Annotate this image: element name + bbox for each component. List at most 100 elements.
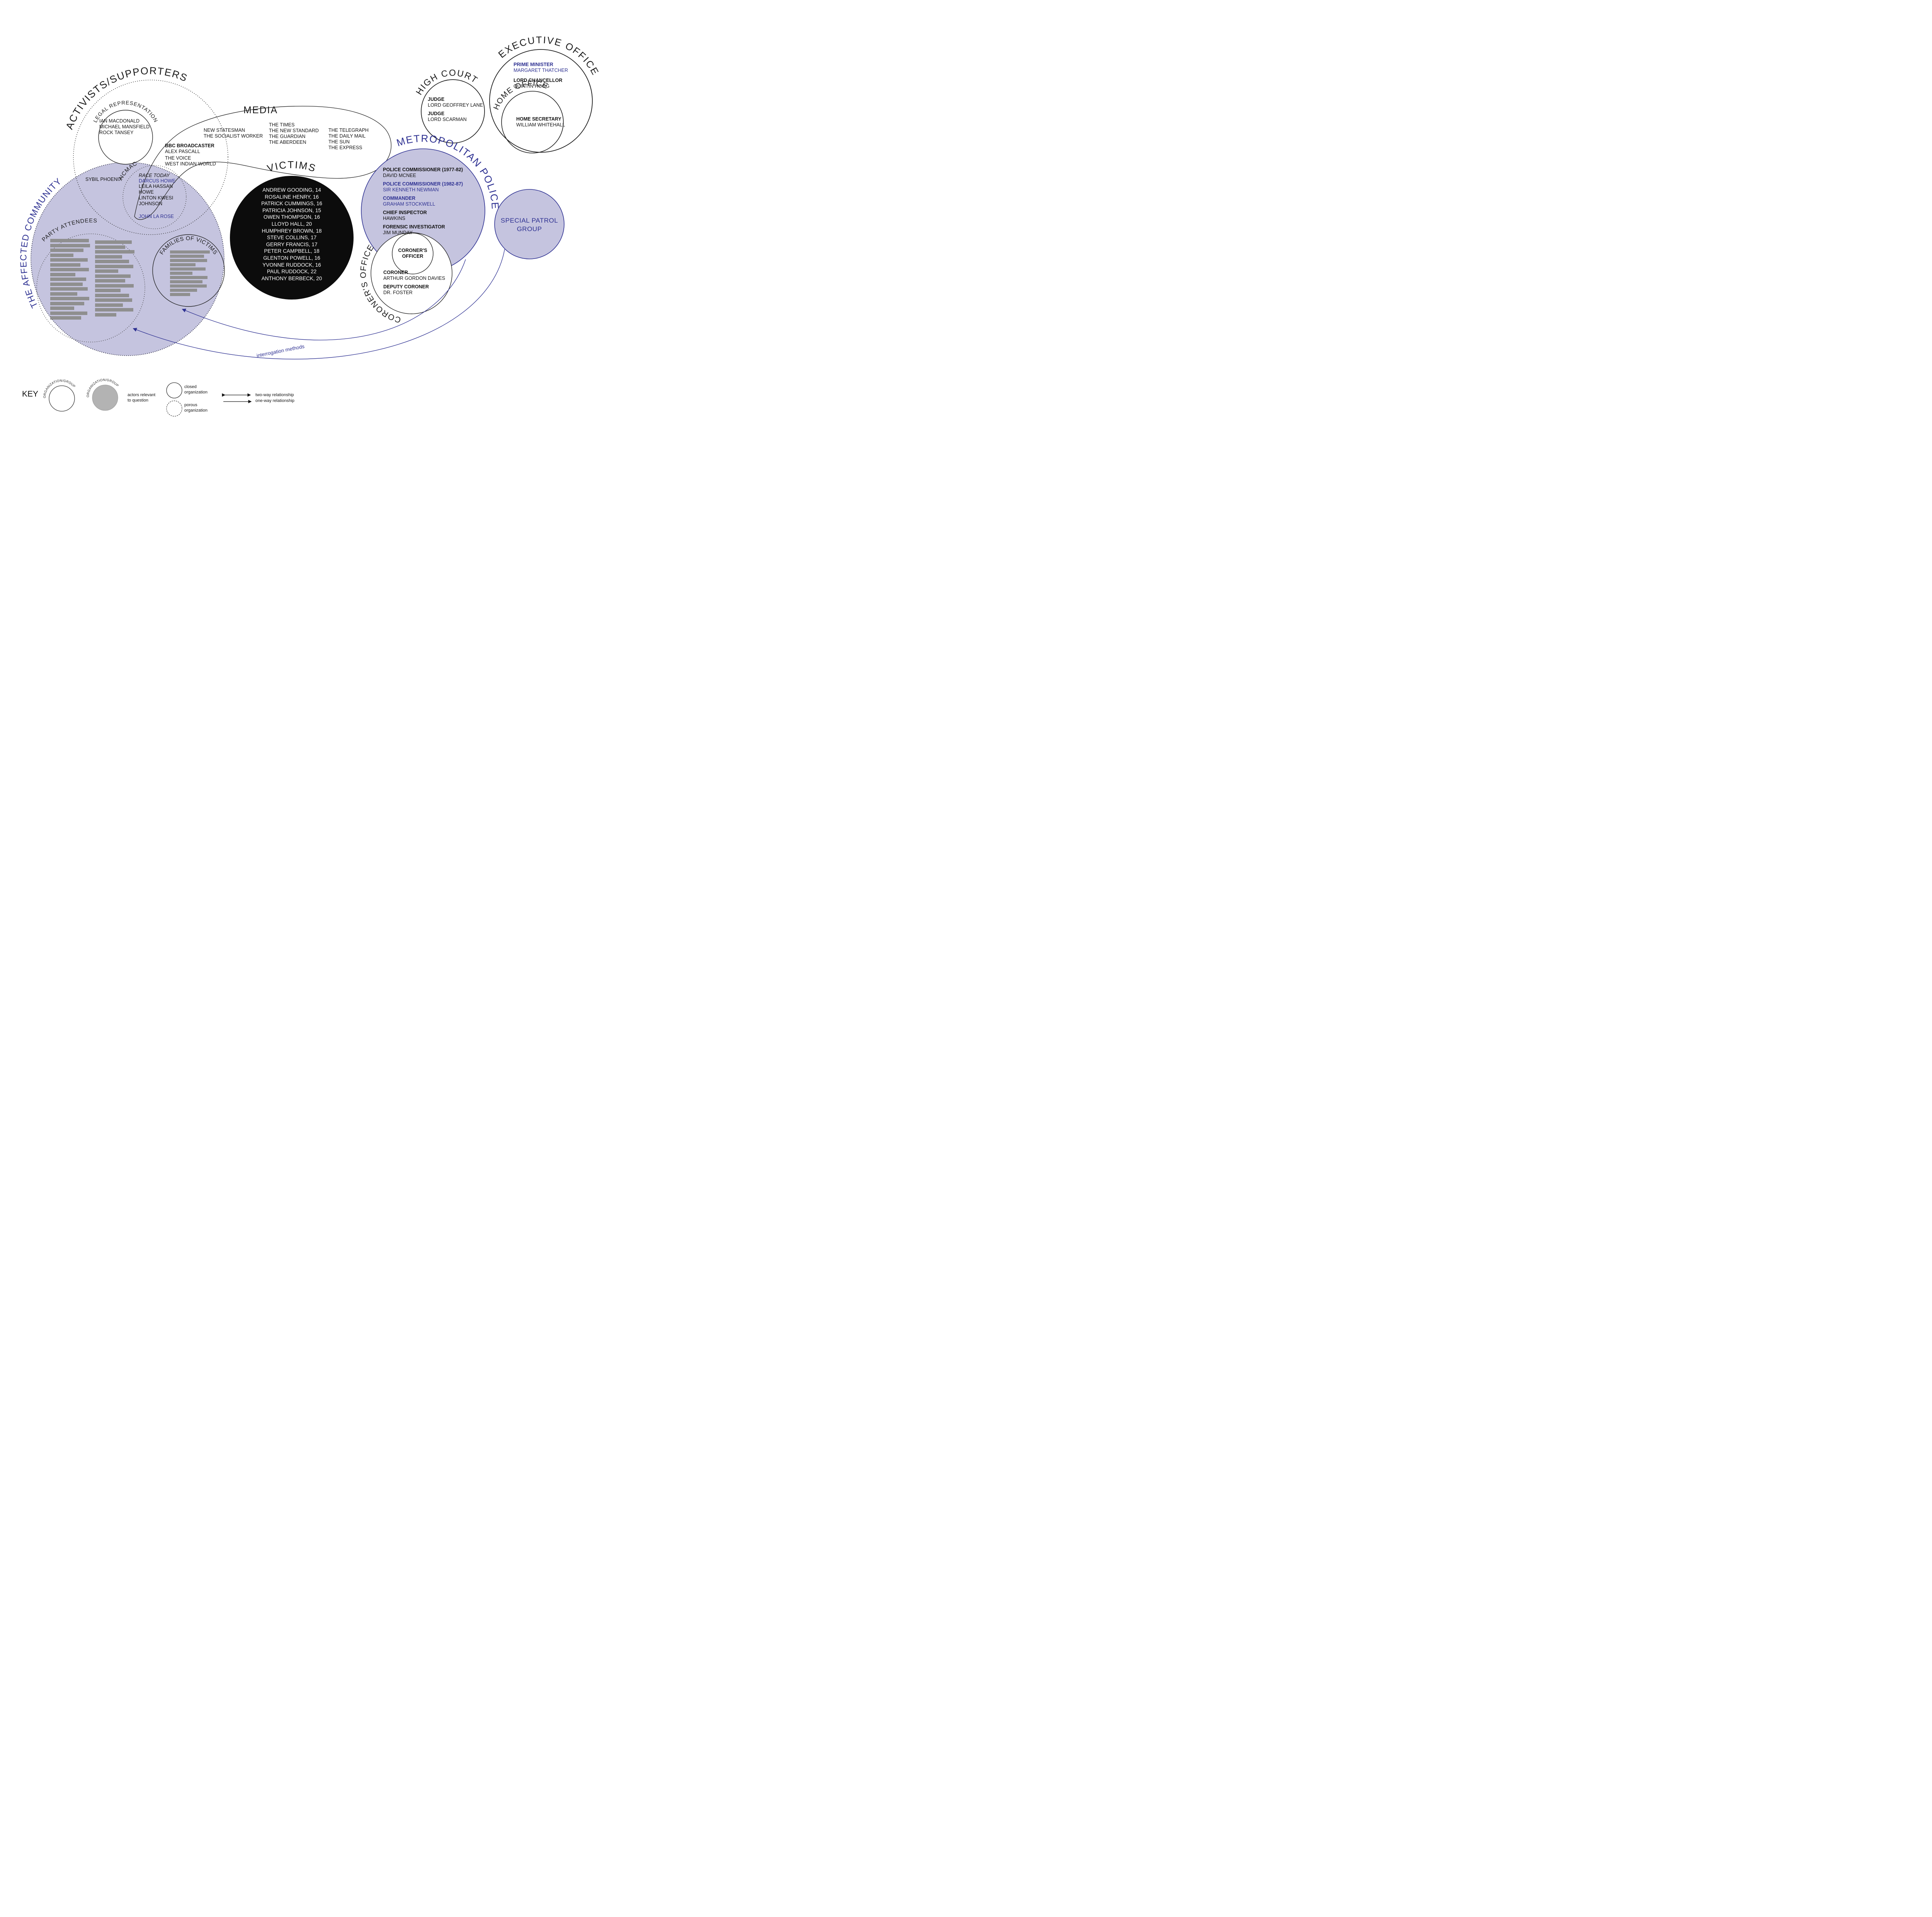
key-porous-organization-circle (166, 400, 182, 417)
redacted-name-bar (95, 313, 116, 317)
role-title: LORD CHANCELLOR (514, 78, 563, 83)
role-name: WILLIAM WHITEHALL (516, 122, 565, 128)
role-name: JIM MUNDAY (383, 230, 413, 235)
redacted-name-bar (95, 240, 132, 244)
role-name: GRAHAM STOCKWELL (383, 201, 435, 207)
ncmac-circle (122, 165, 187, 229)
special-patrol-group-circle (494, 189, 565, 259)
race-today-label: RACE TODAY (139, 173, 170, 178)
party-attendees-circle (36, 233, 145, 342)
redacted-name-bar (50, 287, 88, 291)
redacted-name-bar (50, 243, 90, 247)
role-title: CORONER (383, 270, 408, 275)
role-name: QUINTIN HOGG (514, 83, 550, 89)
media-column-middle: THE TIMES THE NEW STANDARD THE GUARDIAN … (269, 122, 319, 145)
role-name: LORD SCARMAN (428, 117, 467, 122)
role-title: FORENSIC INVESTIGATOR (383, 224, 445, 230)
redacted-name-bar (95, 245, 125, 249)
role-title: JUDGE (428, 111, 445, 116)
role-name: SIR KENNETH NEWMAN (383, 187, 439, 192)
redacted-name-bar (95, 303, 123, 307)
met-police-roster: POLICE COMMISSIONER (1977-82) DAVID MCNE… (383, 167, 476, 236)
diagram-canvas: ACTIVISTS/SUPPORTERS LEGAL REPRESENTATIO… (0, 0, 599, 424)
home-office-circle (501, 91, 564, 153)
coroners-officer-label: CORONER'S OFFICER (398, 248, 427, 259)
redacted-name-bar (95, 308, 133, 312)
special-patrol-group-label: SPECIAL PATROL GROUP (500, 217, 558, 233)
legal-representation-members: IAN MACDONALD MICHAEL MANSFIELD ROCK TAN… (99, 118, 150, 135)
media-title: MEDIA (243, 105, 278, 116)
redacted-name-bar (95, 284, 134, 288)
key-two-way-label: two-way relationship (255, 393, 294, 397)
redacted-name-bar (50, 253, 73, 257)
redacted-name-bar (50, 297, 89, 300)
john-la-rose-label: JOHN LA ROSE (139, 214, 174, 219)
bbc-broadcaster-block: BBC BROADCASTER ALEX PASCALL (165, 143, 227, 155)
key-open-organization-circle (49, 385, 75, 412)
role-title: POLICE COMMISSIONER (1977-82) (383, 167, 463, 172)
party-attendees-redacted-column-1 (50, 239, 90, 321)
redacted-name-bar (50, 258, 88, 262)
redacted-name-bar (50, 292, 77, 296)
role-name: MARGARET THATCHER (514, 68, 568, 73)
media-column-left: NEW STATESMAN THE SOCIALIST WORKER (204, 128, 263, 139)
redacted-name-bar (170, 284, 207, 288)
role-name: DR. FOSTER (383, 290, 413, 295)
party-attendees-redacted-column-2 (95, 240, 134, 318)
victims-circle (230, 176, 354, 300)
key-closed-organization-circle (166, 382, 182, 398)
redacted-name-bar (95, 264, 133, 268)
key-filled-organization-circle (92, 385, 118, 411)
redacted-name-bar (50, 316, 81, 320)
redacted-name-bar (95, 279, 125, 283)
redacted-name-bar (170, 263, 196, 266)
role-name: LORD GEOFFREY LANE (428, 102, 483, 108)
legal-representation-circle (98, 110, 153, 165)
redacted-name-bar (50, 311, 87, 315)
affected-community-circle (31, 162, 224, 356)
key-one-way-label: one-way relationship (255, 398, 294, 403)
redacted-name-bar (95, 269, 118, 273)
redacted-name-bar (50, 239, 89, 242)
families-redacted-column (170, 250, 210, 297)
role-title: COMMANDER (383, 196, 416, 201)
redacted-name-bar (170, 276, 207, 279)
executive-office-roster: PRIME MINISTER MARGARET THATCHER LORD CH… (514, 62, 571, 89)
role-title: POLICE COMMISSIONER (1982-87) (383, 181, 463, 187)
redacted-name-bar (170, 272, 192, 275)
home-office-roster: HOME SECRETARY WILLIAM WHITEHALL (516, 116, 570, 128)
coroners-officer-circle (392, 233, 434, 274)
interrogation-methods-label: interrogation methods (256, 343, 305, 358)
redacted-name-bar (170, 259, 207, 262)
darcus-howe-label: DARCUS HOWE (139, 178, 176, 184)
role-title: CHIEF INSPECTOR (383, 210, 427, 215)
activists-supporters-circle (73, 80, 228, 235)
ncmac-members: LEILA HASSAN HOWE LINTON KWESI JOHNSON (139, 184, 173, 206)
redacted-name-bar (170, 267, 206, 271)
bbc-role: BBC BROADCASTER (165, 143, 214, 148)
high-court-roster: JUDGE LORD GEOFFREY LANE JUDGE LORD SCAR… (428, 97, 486, 123)
interrogation-arrow-to-families (182, 259, 466, 340)
redacted-name-bar (170, 293, 190, 296)
media-blob (134, 106, 391, 220)
victims-arc-label: VICTIMS (266, 159, 318, 174)
key-title: KEY (22, 390, 39, 398)
executive-office-circle (489, 49, 593, 153)
redacted-name-bar (95, 274, 131, 278)
redacted-name-bar (95, 293, 129, 297)
media-column-right: THE TELEGRAPH THE DAILY MAIL THE SUN THE… (328, 128, 369, 150)
redacted-name-bar (95, 289, 121, 292)
role-title: DEPUTY CORONER (383, 284, 429, 289)
bbc-name: ALEX PASCALL (165, 149, 200, 154)
role-title: PRIME MINISTER (514, 62, 553, 67)
redacted-name-bar (50, 263, 80, 267)
redacted-name-bar (50, 272, 75, 276)
redacted-name-bar (50, 278, 86, 281)
coroner-roster: CORONER ARTHUR GORDON DAVIES DEPUTY CORO… (383, 270, 449, 296)
role-name: DAVID MCNEE (383, 173, 416, 178)
redacted-name-bar (95, 255, 122, 259)
redacted-name-bar (50, 268, 89, 271)
redacted-name-bar (50, 282, 83, 286)
redacted-name-bar (170, 280, 202, 283)
redacted-name-bar (170, 250, 210, 254)
